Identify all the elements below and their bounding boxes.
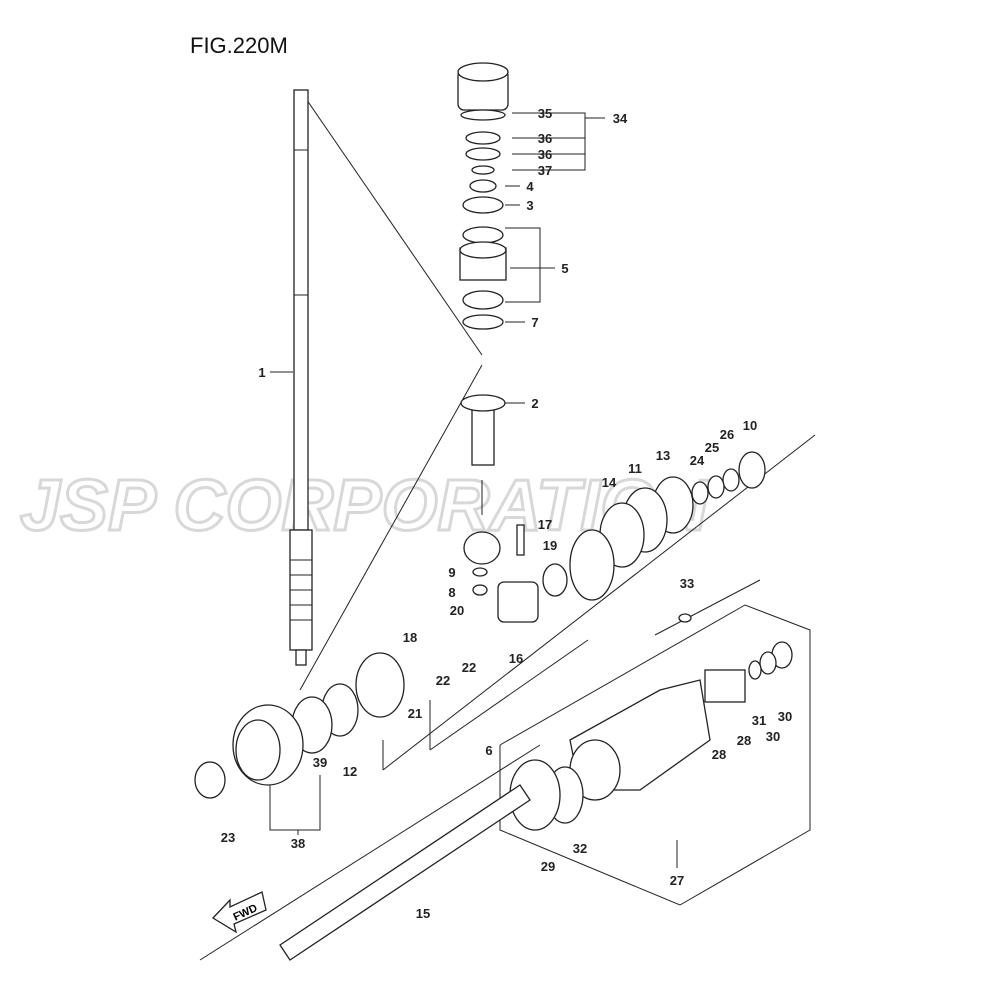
part-label: 28 [712,747,726,762]
part-label: 35 [538,106,552,121]
part-label: 21 [408,706,422,721]
part-label: 23 [221,830,235,845]
part-label: 19 [543,538,557,553]
part-label: 31 [752,713,766,728]
upper-bearing-stack [457,62,509,466]
part-label: 22 [436,673,450,688]
part-label: 22 [462,660,476,675]
part-label: 39 [313,755,327,770]
part-label: 10 [743,418,757,433]
part-label: 9 [448,565,455,580]
part-label: 30 [778,709,792,724]
part-label: 26 [720,427,734,442]
part-label: 34 [613,111,628,126]
gear-assembly [194,451,793,961]
part-label: 1 [258,365,265,380]
part-label: 32 [573,841,587,856]
part-labels: 35 34 36 36 37 4 3 5 7 1 2 10 26 25 13 2… [221,106,792,921]
part-label: 5 [561,261,568,276]
part-label: 14 [602,475,617,490]
part-label: 38 [291,836,305,851]
part-label: 12 [343,764,357,779]
part-label: 27 [670,873,684,888]
part-label: 8 [448,585,455,600]
part-label: 4 [526,179,534,194]
figure-title: FIG.220M [190,33,288,58]
part-label: 36 [538,147,552,162]
part-label: 30 [766,729,780,744]
part-label: 28 [737,733,751,748]
part-label: 15 [416,906,430,921]
part-label: 37 [538,163,552,178]
part-label: 6 [485,743,492,758]
part-label: 2 [531,396,538,411]
part-label: 17 [538,517,552,532]
fwd-direction-arrow: FWD [211,891,267,934]
part-label: 24 [690,453,705,468]
part-label: 18 [403,630,417,645]
part-label: 11 [628,461,642,476]
part-label: 33 [680,576,694,591]
guide-lines [199,89,816,961]
part-label: 20 [450,603,464,618]
part-label: 7 [531,315,538,330]
part-label: 25 [705,440,719,455]
part-label: 3 [526,198,533,213]
drive-shaft-part-1 [289,89,313,666]
part-label: 29 [541,859,555,874]
part-label: 36 [538,131,552,146]
part-label: 16 [509,651,523,666]
part-label: 13 [656,448,670,463]
